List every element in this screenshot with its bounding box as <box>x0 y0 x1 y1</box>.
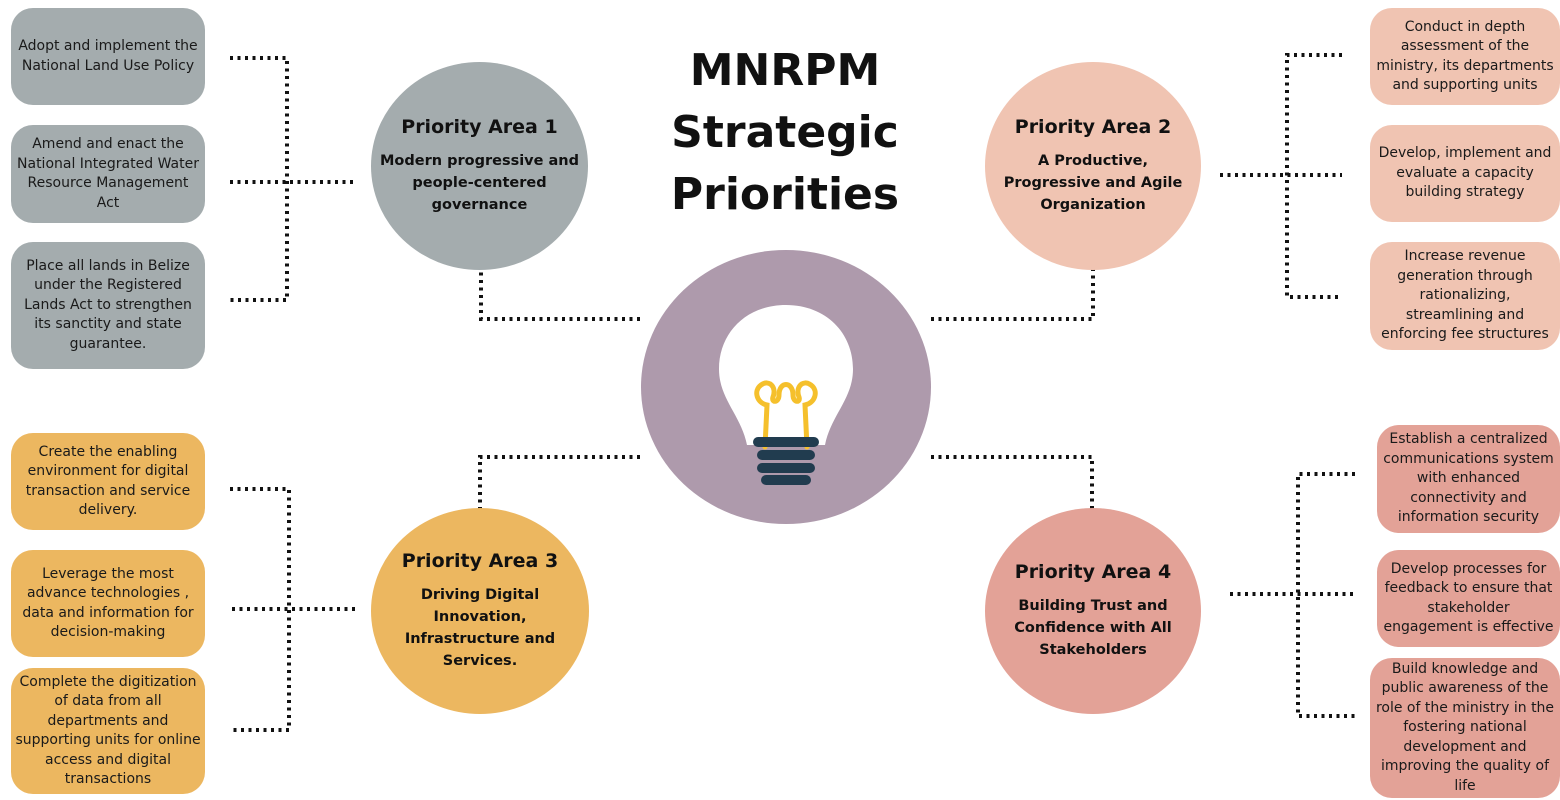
area2-action-1: Conduct in depth assessment of the minis… <box>1370 8 1560 105</box>
area3-action-3: Complete the digitization of data from a… <box>11 668 205 794</box>
title-line-1: MNRPM <box>689 45 881 96</box>
priority-area-3-circle: Priority Area 3 Driving Digital Innovati… <box>371 508 589 714</box>
priority-area-2-circle: Priority Area 2 A Productive, Progressiv… <box>985 62 1201 270</box>
priority-area-1-subtitle: Modern progressive and people-centered g… <box>379 153 580 213</box>
diagram-title: MNRPM Strategic Priorities <box>650 40 920 226</box>
priority-area-1-circle: Priority Area 1 Modern progressive and p… <box>371 62 588 270</box>
priority-area-4-circle: Priority Area 4 Building Trust and Confi… <box>985 508 1201 714</box>
priority-area-2-subtitle: A Productive, Progressive and Agile Orga… <box>1003 153 1183 213</box>
priority-area-2-title: Priority Area 2 <box>1014 116 1172 138</box>
area4-action-1: Establish a centralized communications s… <box>1377 425 1560 533</box>
area1-action-2: Amend and enact the National Integrated … <box>11 125 205 223</box>
area2-action-3: Increase revenue generation through rati… <box>1370 242 1560 350</box>
priority-area-4-title: Priority Area 4 <box>1014 561 1172 583</box>
priority-area-3-title: Priority Area 3 <box>401 550 559 572</box>
title-line-2: Strategic <box>671 107 899 158</box>
priority-area-4-subtitle: Building Trust and Confidence with All S… <box>1014 598 1172 658</box>
area2-action-2: Develop, implement and evaluate a capaci… <box>1370 125 1560 222</box>
area1-action-3: Place all lands in Belize under the Regi… <box>11 242 205 369</box>
title-line-3: Priorities <box>670 169 900 220</box>
area3-action-2: Leverage the most advance technologies ,… <box>11 550 205 657</box>
center-circle <box>641 250 931 524</box>
area1-action-1: Adopt and implement the National Land Us… <box>11 8 205 105</box>
area3-action-1: Create the enabling environment for digi… <box>11 433 205 530</box>
area4-action-3: Build knowledge and public awareness of … <box>1370 658 1560 798</box>
area4-action-2: Develop processes for feedback to ensure… <box>1377 550 1560 647</box>
lightbulb-icon <box>719 305 853 485</box>
priority-area-3-subtitle: Driving Digital Innovation, Infrastructu… <box>404 587 556 669</box>
priority-area-1-title: Priority Area 1 <box>401 116 558 138</box>
